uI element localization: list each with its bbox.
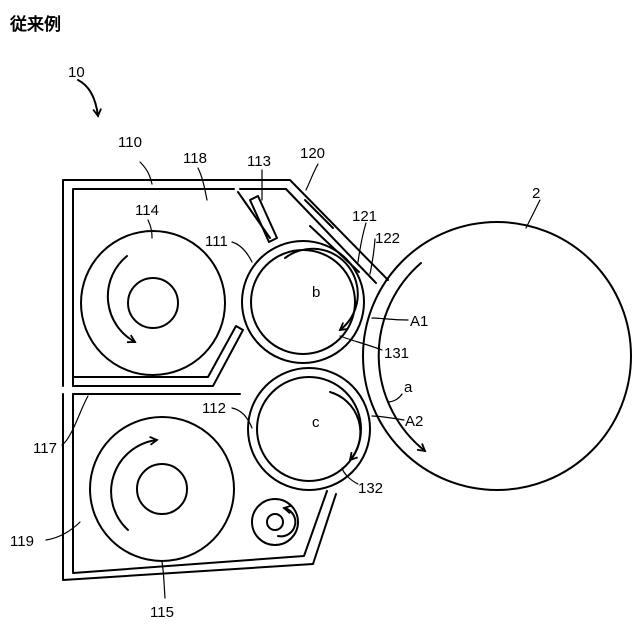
blade-113 (238, 192, 277, 242)
lower-roller-rotation-arrow (330, 392, 360, 460)
leader-2 (526, 200, 540, 228)
small-roller-rotation-arrow (278, 508, 295, 536)
small-roller (252, 499, 298, 545)
label-pos-a1: A1 (410, 313, 428, 330)
label-chamber-top: 118 (183, 150, 207, 167)
label-agitator-bottom: 115 (150, 604, 174, 621)
leader-111 (232, 242, 252, 262)
label-dir-b: b (312, 284, 320, 301)
leader-131 (340, 336, 382, 350)
label-blade: 113 (247, 153, 271, 170)
reference-labels: 10 110 118 113 120 114 111 121 122 2 b A… (10, 64, 540, 621)
agitator-114 (81, 231, 225, 375)
upper-roller-outer (242, 241, 364, 363)
label-part-121: 121 (352, 208, 377, 225)
agitator-115-rotation-arrow (111, 440, 157, 530)
leader-114 (148, 220, 152, 238)
device-pointer-arrow (78, 80, 98, 116)
label-part-122: 122 (375, 230, 400, 247)
small-roller-core (267, 514, 283, 530)
leader-a1 (372, 318, 408, 320)
agitator-115-shaft (137, 464, 187, 514)
label-housing: 110 (118, 134, 142, 151)
blade-113-body (250, 196, 277, 242)
upper-roller-111 (242, 241, 364, 363)
leader-132 (342, 468, 358, 484)
housing-upper-outer (63, 180, 388, 386)
agitator-115 (90, 417, 234, 561)
label-drum: 2 (532, 185, 540, 202)
leader-115 (162, 562, 165, 598)
small-roller-outer (252, 499, 298, 545)
upper-roller-inner (251, 250, 355, 354)
lower-roller-outer (248, 368, 370, 490)
label-seal: 120 (300, 145, 325, 162)
leader-a2 (372, 416, 404, 420)
label-partition: 117 (33, 440, 57, 457)
leader-a (388, 394, 402, 402)
label-agitator-top: 114 (135, 202, 159, 219)
label-roller-132: 132 (358, 480, 383, 497)
label-upper-roller: 111 (205, 233, 228, 250)
agitator-114-outer (81, 231, 225, 375)
agitator-114-shaft (128, 278, 178, 328)
label-device: 10 (68, 64, 85, 81)
leader-117 (62, 396, 88, 445)
agitator-114-rotation-arrow (108, 256, 135, 342)
label-roller-131: 131 (384, 345, 409, 362)
housing-lower-outer (63, 394, 336, 580)
label-chamber-bottom: 119 (10, 533, 34, 550)
leader-120 (306, 164, 318, 190)
lower-roller-112 (248, 368, 370, 490)
leader-118 (198, 168, 207, 200)
lower-roller-inner (257, 377, 361, 481)
label-dir-c: c (312, 414, 320, 431)
label-dir-a: a (404, 379, 413, 396)
label-lower-roller: 112 (202, 400, 226, 417)
label-pos-a2: A2 (405, 413, 423, 430)
